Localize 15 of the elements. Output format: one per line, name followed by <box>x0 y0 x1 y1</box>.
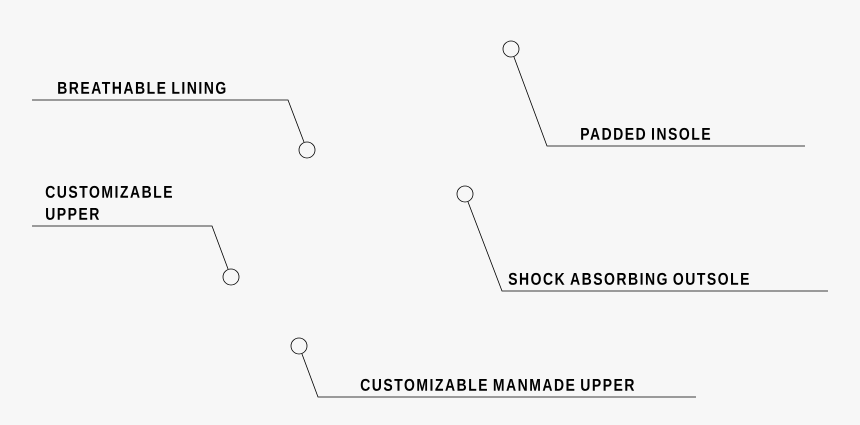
leader-line <box>32 226 228 270</box>
callout-circle <box>290 338 308 354</box>
leader-line <box>302 353 696 398</box>
callout-circle <box>298 142 316 158</box>
callout-label: CUSTOMIZABLE UPPER <box>46 186 172 220</box>
callout-label: SHOCK ABSORBING OUTSOLE <box>508 272 749 285</box>
callout-circle <box>502 40 520 58</box>
callout-circle <box>222 268 240 286</box>
leader-line <box>32 100 304 143</box>
callout-label: BREATHABLE LINING <box>58 82 226 94</box>
callout-label: CUSTOMIZABLE MANMADE UPPER <box>360 378 634 391</box>
leader-line <box>468 201 828 292</box>
leader-line <box>514 56 806 146</box>
callout-circle <box>456 186 474 202</box>
callout-label: PADDED INSOLE <box>581 128 710 140</box>
